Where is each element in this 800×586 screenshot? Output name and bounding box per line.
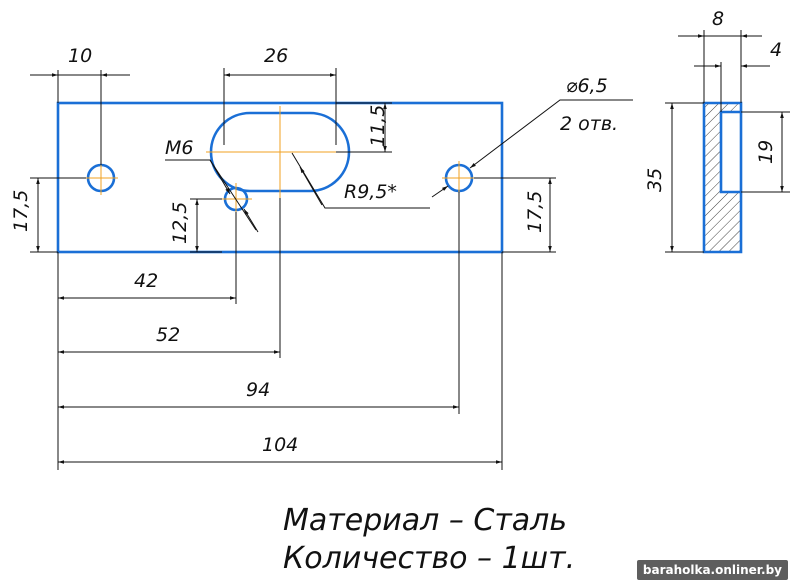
extension-lines	[30, 68, 556, 470]
dim-left-height: 17,5	[10, 190, 32, 232]
dimension-lines	[30, 73, 552, 464]
dim-42: 42	[134, 270, 158, 292]
leader-lines	[165, 99, 633, 233]
side-recess	[721, 112, 741, 192]
slot-outline	[209, 111, 351, 193]
dim-52: 52	[156, 324, 180, 346]
dim-side-recess: 4	[770, 39, 782, 61]
dim-m6-height: 12,5	[169, 202, 191, 244]
dim-side-width: 8	[712, 8, 724, 30]
material-note: Материал – Сталь	[283, 503, 567, 538]
dim-94: 94	[246, 379, 270, 401]
dim-top-slot: 26	[264, 45, 288, 67]
quantity-note: Количество – 1шт.	[283, 541, 575, 576]
side-view	[665, 30, 790, 254]
dim-radius: R9,5*	[344, 181, 397, 203]
dim-top-left: 10	[68, 45, 92, 67]
dim-side-height: 35	[644, 168, 666, 192]
dim-104: 104	[262, 434, 298, 456]
dim-m6: M6	[165, 137, 193, 159]
dim-hole-dia: ⌀6,5	[566, 75, 608, 97]
watermark: baraholka.onliner.by	[636, 560, 788, 580]
dim-slot-height: 11,5	[367, 105, 389, 147]
side-outline	[702, 101, 743, 254]
dim-side-slot: 19	[755, 140, 777, 164]
dim-right-height: 17,5	[524, 191, 546, 233]
center-lines	[84, 106, 476, 215]
dim-hole-count: 2 отв.	[560, 113, 618, 135]
